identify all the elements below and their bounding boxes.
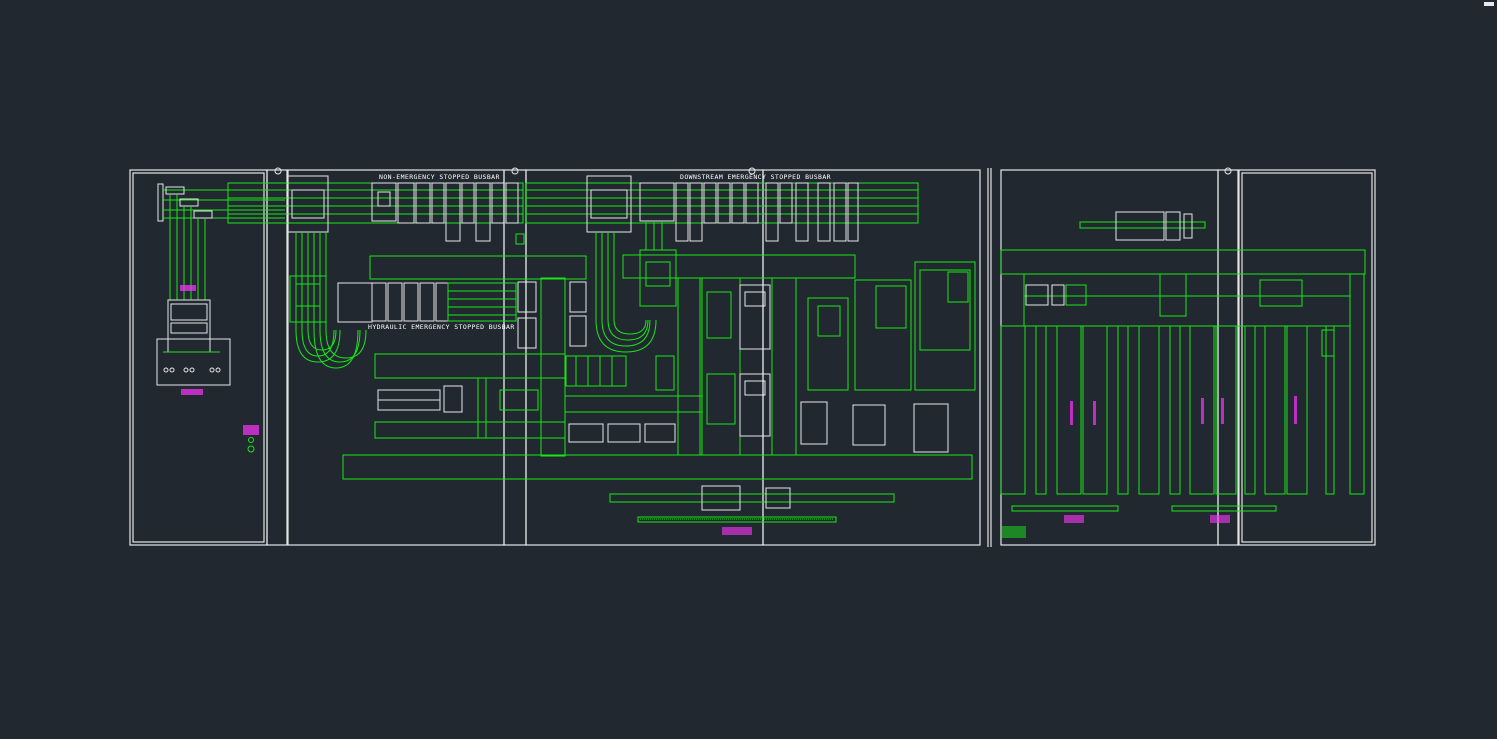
non-emergency-section [227, 175, 973, 480]
non-emergency-busbar-label: NON-EMERGENCY STOPPED BUSBAR [379, 173, 500, 181]
downstream-busbar-label: DOWNSTREAM EMERGENCY STOPPED BUSBAR [680, 173, 831, 181]
minimize-icon[interactable] [1484, 2, 1494, 6]
downstream-section [525, 175, 976, 535]
panel-outlines [129, 167, 1376, 547]
left-panel-contents [156, 183, 285, 453]
right-section [1000, 211, 1366, 538]
hydraulic-busbar-label: HYDRAULIC EMERGENCY STOPPED BUSBAR [368, 323, 515, 331]
